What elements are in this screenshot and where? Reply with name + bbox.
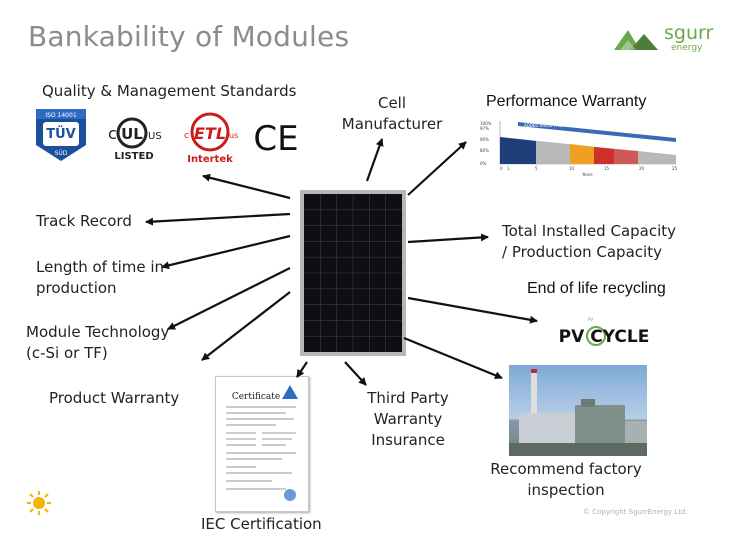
label-installed-capacity: Total Installed Capacity / Production Ca… [502,221,676,263]
factory-photo [509,365,647,456]
ce-text: CE [253,119,298,156]
label-cell-line1: Cell [377,94,407,112]
chart-ytick-0: 100% [480,121,492,126]
chart-ytick-2: 90% [480,137,489,142]
ul-c-text: c [108,124,117,143]
chart-xtick-0: 0 [500,166,503,171]
label-module-tech-line1: Module Technology [26,323,170,341]
ce-mark-logo: CE [253,119,298,156]
factory-drawing [509,369,647,456]
label-third-party: Third Party Warranty Insurance [358,388,458,451]
arrow-track-record [145,212,291,226]
chart-xtick-1: 1 [507,166,510,171]
chart-ytick-4: 0% [480,161,487,166]
arrow-factory [403,336,503,380]
label-module-technology: Module Technology (c-Si or TF) [26,322,169,364]
label-module-tech-line2: (c-Si or TF) [26,344,108,362]
label-length-line2: production [36,279,117,297]
label-third-party-line3: Insurance [371,431,445,449]
label-track-record: Track Record [36,212,132,230]
page-title: Bankability of Modules [28,20,350,53]
label-cell-manufacturer: Cell Manufacturer [340,93,444,135]
pv-cycle-logo: PV PV CYCLE [559,317,650,347]
ul-listed-logo: c UL US LISTED [108,117,162,162]
arrow-length [161,234,291,270]
label-capacity-line2: / Production Capacity [502,243,662,261]
chart-xtick-3: 10 [569,166,575,171]
arrow-quality [202,173,291,200]
copyright-text: © Copyright SgurrEnergy Ltd. [583,508,688,516]
ul-main-text: UL [121,125,143,143]
arrow-recycling [407,296,538,324]
label-factory-line2: inspection [527,481,605,499]
tuv-sud-logo: ISO 14001 TÜV SÜD [36,109,86,161]
tuv-sub-text: SÜD [55,150,68,157]
chart-ytick-3: 80% [480,148,489,153]
arrow-performance [407,141,467,196]
certificate-drawing: Certificate [226,385,298,501]
chart-banner-text: ADDED VALUE FROM WARRANTY [524,123,590,128]
chart-xlabel: Years [581,172,593,177]
arrow-module-tech [167,267,291,330]
label-factory-inspection: Recommend factory inspection [484,459,648,501]
arrow-capacity [407,233,489,244]
label-product-warranty: Product Warranty [49,389,180,407]
ul-listed-text: LISTED [114,151,153,162]
logo-sub: energy [671,43,703,53]
label-cell-line2: Manufacturer [341,115,443,133]
certificate-image: Certificate [215,376,309,512]
arrow-product-warranty [201,291,291,361]
solar-panel-frame [300,190,406,356]
pv-top-text: PV [588,317,593,322]
label-quality-standards: Quality & Management Standards [42,82,297,100]
label-length-of-time: Length of time in production [36,257,164,299]
chart-xtick-6: 25 [672,166,678,171]
chart-ytick-1: 97% [480,126,489,131]
chart-xtick-4: 15 [604,166,610,171]
tuv-main-text: TÜV [46,126,76,142]
sun-icon [27,491,51,515]
label-third-party-line2: Warranty [373,410,443,428]
tuv-iso-text: ISO 14001 [45,112,76,119]
label-recycling: End of life recycling [527,280,666,297]
solar-panel [304,194,402,352]
chart-xtick-2: 5 [535,166,538,171]
chart-xtick-5: 20 [639,166,645,171]
label-capacity-line1: Total Installed Capacity [502,222,677,240]
certificate-title: Certificate [232,392,280,402]
label-performance-warranty: Performance Warranty [486,93,647,110]
arrow-third-party [344,361,367,386]
pv-main-text: PV CYCLE [559,327,650,347]
arrow-certificate [296,361,308,378]
label-length-line1: Length of time in [36,258,165,276]
etl-c-text: c [184,131,189,141]
etl-intertek-text: Intertek [187,154,233,165]
ul-us-text: US [148,131,162,142]
etl-main-text: ETL [194,124,226,143]
etl-intertek-logo: ETL c us Intertek [184,112,238,165]
label-iec-certification: IEC Certification [201,515,322,533]
sgurr-logo-mountains [614,30,658,50]
label-third-party-line1: Third Party [367,389,449,407]
arrow-cell [365,138,384,182]
performance-warranty-chart: ADDED VALUE FROM WARRANTY 100% 97% 90% 8… [480,121,678,177]
logo-name: sgurr [664,22,714,44]
etl-us-text: us [229,131,238,140]
label-factory-line1: Recommend factory [490,460,642,478]
